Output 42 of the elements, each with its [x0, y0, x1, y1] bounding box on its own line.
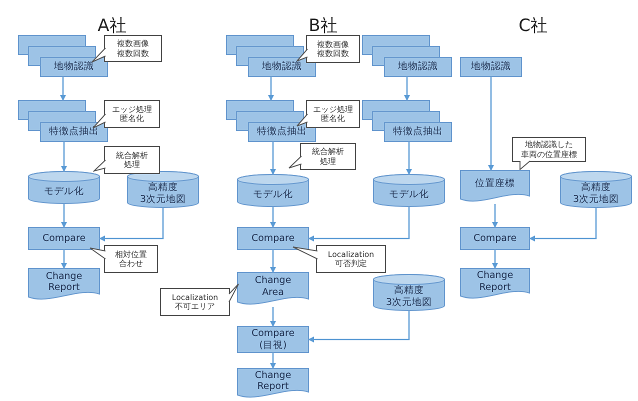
database-cylinder: モデル化 — [28, 171, 100, 204]
document-shape: Change Report — [237, 368, 309, 400]
document-shape: Change Report — [28, 268, 100, 302]
arrow — [268, 77, 274, 101]
arrow — [270, 307, 276, 327]
database-cylinder: 高精度3次元地図 — [127, 171, 199, 208]
arrow — [270, 207, 276, 228]
arrow — [61, 250, 67, 269]
database-cylinder: 高精度3次元地図 — [373, 274, 445, 311]
arrow — [529, 208, 597, 242]
arrow — [406, 142, 412, 175]
arrow — [60, 77, 66, 101]
arrow — [404, 77, 410, 101]
arrow — [61, 142, 67, 172]
process-box: Compare (目視) — [237, 326, 309, 353]
process-box: Compare — [237, 227, 309, 250]
stacked-process-box: 特徴点抽出 — [18, 100, 108, 142]
arrow — [99, 208, 164, 242]
arrow — [308, 311, 410, 342]
arrow — [492, 250, 498, 269]
column-heading: A社 — [98, 15, 126, 37]
column-heading: B社 — [308, 15, 338, 37]
arrow — [492, 204, 498, 228]
arrow — [61, 204, 67, 228]
column-heading: C社 — [518, 15, 548, 37]
database-cylinder: モデル化 — [237, 174, 309, 207]
process-box: Compare — [460, 227, 530, 250]
document-shape: Change Area — [237, 272, 309, 307]
arrow — [308, 207, 410, 242]
process-box: 地物認識 — [460, 57, 522, 77]
stacked-process-box: 地物認識 — [18, 35, 108, 77]
stacked-process-box: 特徴点抽出 — [362, 100, 452, 142]
database-cylinder: 高精度3次元地図 — [560, 171, 632, 208]
database-cylinder: モデル化 — [373, 174, 445, 207]
arrow — [270, 250, 276, 273]
arrow — [270, 142, 276, 175]
document-shape: 位置座標 — [460, 170, 530, 204]
arrow — [270, 353, 276, 369]
stacked-process-box: 地物認識 — [362, 35, 452, 77]
arrow — [488, 77, 494, 171]
document-shape: Change Report — [460, 268, 530, 301]
process-box: Compare — [28, 227, 100, 250]
